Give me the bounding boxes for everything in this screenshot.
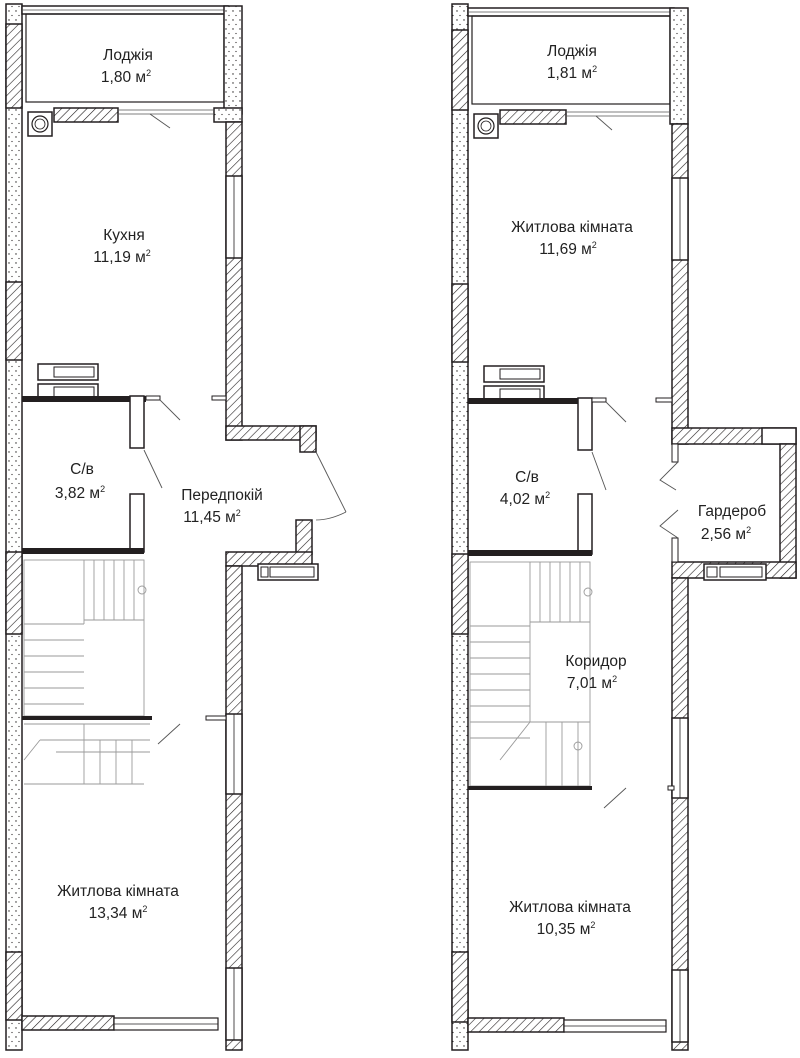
staircase — [469, 561, 593, 787]
wall-segment — [21, 1015, 115, 1031]
room-name: Лоджія — [547, 43, 597, 60]
room-name: Коридор — [565, 653, 626, 670]
wall-segment — [499, 109, 567, 125]
loggia-frame — [471, 15, 671, 105]
room-area: 1,80 м2 — [101, 68, 151, 86]
level-1-labels: Лоджія 1,80 м2 Кухня 11,19 м2 С/в 3,82 м… — [55, 47, 263, 922]
room-area: 11,69 м2 — [539, 240, 597, 258]
wall-segment — [225, 565, 243, 1051]
room-area: 10,35 м2 — [537, 920, 596, 938]
wall-segment — [53, 107, 119, 123]
wall-segment — [5, 281, 23, 361]
room-area: 7,01 м2 — [567, 674, 617, 692]
wall-segment — [671, 123, 689, 445]
wall-segment — [299, 425, 317, 453]
wall-segment — [671, 577, 689, 1051]
room-name: Гардероб — [698, 503, 766, 520]
wall-segment — [779, 443, 797, 579]
wall-segment — [468, 550, 592, 556]
wall-segment — [22, 716, 152, 720]
room-name: Кухня — [103, 227, 144, 244]
wall-segment — [5, 551, 23, 635]
vent-block — [257, 563, 319, 581]
wall-segment — [451, 283, 469, 363]
vent-block — [37, 363, 99, 381]
staircase — [23, 559, 150, 785]
vent-block — [483, 365, 545, 383]
wall-segment — [468, 786, 592, 790]
wall-segment — [5, 23, 23, 109]
wall-segment — [295, 519, 313, 555]
wall-segment — [225, 121, 243, 441]
room-name: Житлова кімната — [511, 219, 633, 236]
wall-segment — [223, 5, 243, 115]
wall-segment — [467, 1017, 565, 1033]
wall-segment — [451, 553, 469, 635]
room-area: 4,02 м2 — [500, 490, 550, 508]
wall-segment — [468, 398, 592, 404]
wall-segment — [577, 397, 593, 451]
wall-segment — [22, 396, 146, 402]
wall-segment — [669, 7, 689, 125]
room-area: 13,34 м2 — [89, 904, 148, 922]
level-2-labels: Лоджія 1,81 м2 Житлова кімната 11,69 м2 … — [500, 43, 766, 938]
room-name: С/в — [515, 469, 539, 486]
wall-segment — [761, 427, 797, 445]
room-area: 3,82 м2 — [55, 484, 105, 502]
exterior-wall-left — [5, 3, 23, 1051]
wall-segment — [22, 548, 144, 554]
room-name: Житлова кімната — [509, 899, 631, 916]
room-name: Передпокій — [181, 487, 263, 504]
exterior-wall-left — [451, 3, 469, 1051]
wall-segment — [577, 493, 593, 555]
room-name: С/в — [70, 461, 94, 478]
vent-block — [703, 563, 767, 581]
wall-segment — [451, 29, 469, 111]
room-name: Житлова кімната — [57, 883, 179, 900]
room-name: Лоджія — [103, 47, 153, 64]
room-area: 11,19 м2 — [93, 248, 151, 266]
wall-segment — [129, 493, 145, 553]
wall-segment — [213, 107, 243, 123]
room-area: 1,81 м2 — [547, 64, 597, 82]
room-area: 11,45 м2 — [183, 508, 241, 526]
level-2-plan — [451, 3, 797, 1051]
room-area: 2,56 м2 — [701, 525, 751, 543]
wall-segment — [451, 951, 469, 1023]
wall-segment — [5, 951, 23, 1021]
wall-segment — [129, 395, 145, 449]
level-1-plan — [5, 3, 347, 1051]
